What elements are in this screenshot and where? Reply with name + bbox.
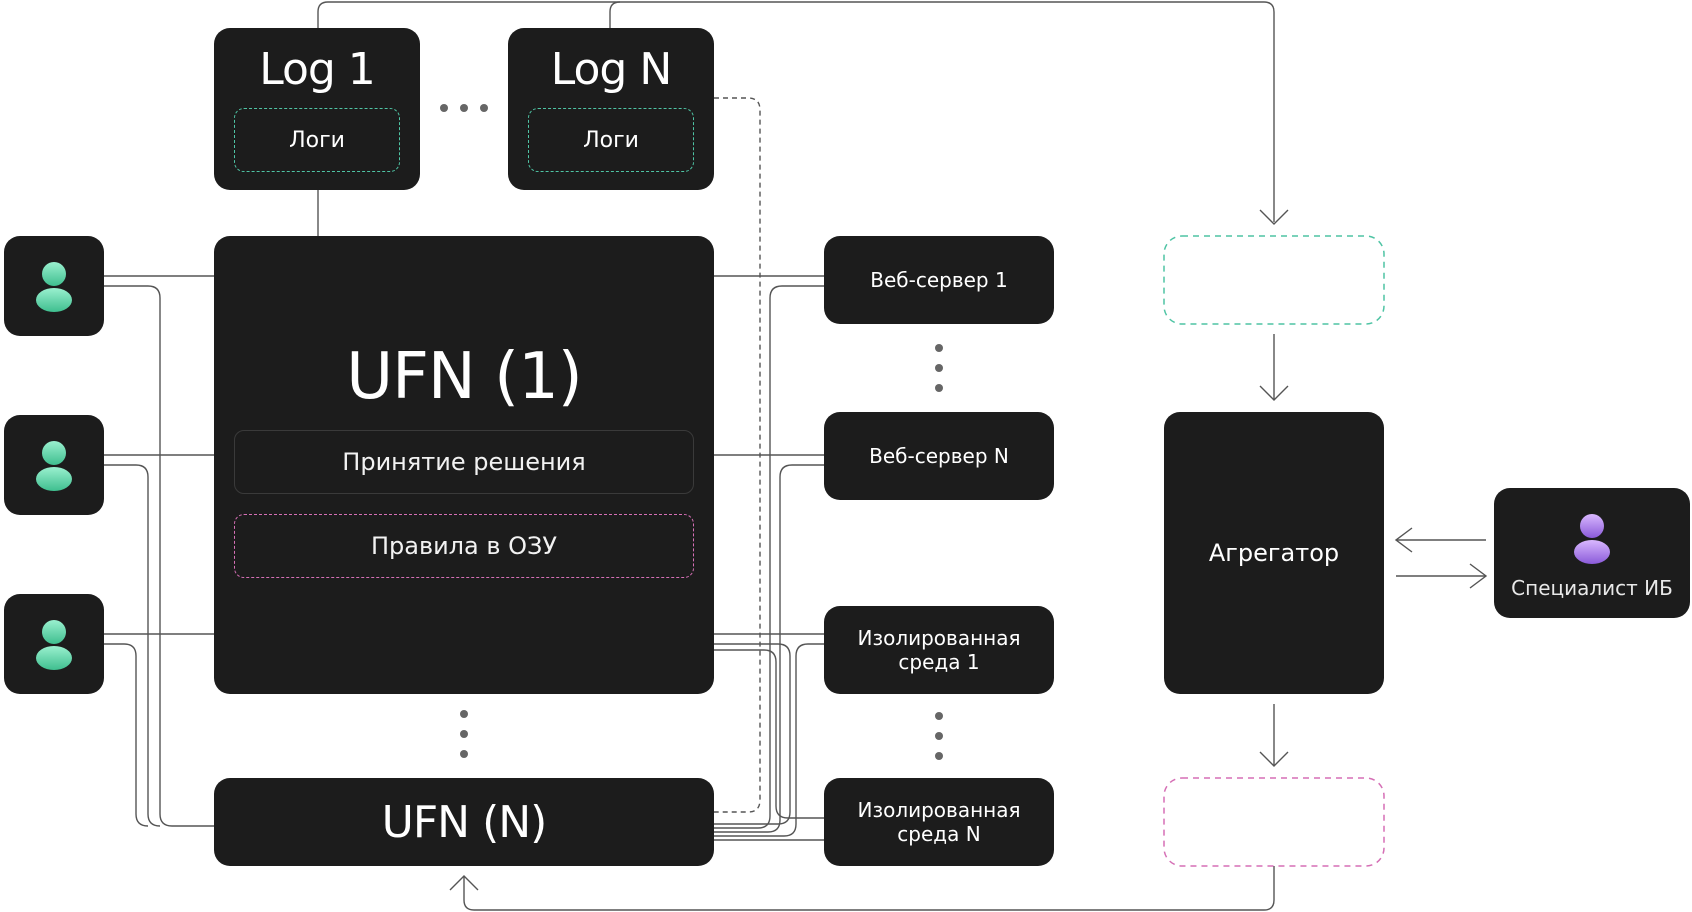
- web-server-1-box: Веб-сервер 1: [824, 236, 1054, 324]
- arrow-to-teal-box: [1259, 209, 1289, 225]
- log-inner-box: Логи: [234, 108, 400, 172]
- log-title: Log 1: [259, 44, 376, 95]
- ufn1-iso1-wire-b: [714, 643, 791, 825]
- user3-ufnN-wire: [104, 643, 149, 827]
- decision-making-row: Принятие решения: [234, 430, 694, 494]
- ufnN-webN-wire: [714, 464, 824, 833]
- logN-top-wire: [609, 1, 621, 28]
- web-server-n-box: Веб-сервер N: [824, 412, 1054, 500]
- specialist-label: Специалист ИБ: [1511, 576, 1673, 600]
- user1-ufnN-wire: [104, 285, 214, 827]
- teal-ghost-box: [1163, 235, 1385, 325]
- user2-ufnN-wire: [104, 464, 161, 827]
- arrow-to-pink-box: [1259, 751, 1289, 767]
- ellipsis-vertical-icon: [460, 710, 468, 760]
- pink-ghost-box: [1163, 777, 1385, 867]
- arrow-to-aggregator-side: [1394, 527, 1413, 553]
- user-icon: [1574, 514, 1610, 564]
- arrow-to-aggregator: [1259, 385, 1289, 401]
- ufn-last-title: UFN (N): [381, 796, 548, 848]
- aggregator-label: Агрегатор: [1208, 539, 1340, 567]
- user-icon: [36, 620, 72, 670]
- user-card-3: [4, 594, 104, 694]
- ufnN-web1-wire: [714, 285, 824, 829]
- ellipsis-horizontal-icon: [440, 104, 488, 112]
- user-card-1: [4, 236, 104, 336]
- log-inner-box: Логи: [528, 108, 694, 172]
- aggregator-box: Агрегатор: [1164, 412, 1384, 694]
- ufn-main-box: UFN (1) Принятие решения Правила в ОЗУ: [214, 236, 714, 694]
- ram-rules-row: Правила в ОЗУ: [234, 514, 694, 578]
- arrow-to-ufnN: [449, 875, 479, 891]
- ellipsis-vertical-icon: [935, 344, 943, 394]
- feedback-wire: [463, 866, 1275, 911]
- user-icon: [36, 441, 72, 491]
- ufn1-isoN-wire: [714, 649, 824, 819]
- ufn-last-box: UFN (N): [214, 778, 714, 866]
- arrow-to-specialist: [1469, 563, 1488, 589]
- isolated-env-1-box: Изолированная среда 1: [824, 606, 1054, 694]
- ellipsis-vertical-icon: [935, 712, 943, 762]
- log-box-1: Log 1 Логи: [214, 28, 420, 190]
- user-icon: [36, 262, 72, 312]
- log-title: Log N: [550, 44, 673, 95]
- isolated-env-n-box: Изолированная среда N: [824, 778, 1054, 866]
- log-box-n: Log N Логи: [508, 28, 714, 190]
- ufnN-iso1-wire: [714, 643, 824, 837]
- ufn-main-title: UFN (1): [346, 340, 583, 414]
- log1-top-wire: [317, 1, 1275, 222]
- specialist-card: Специалист ИБ: [1494, 488, 1690, 618]
- user-card-2: [4, 415, 104, 515]
